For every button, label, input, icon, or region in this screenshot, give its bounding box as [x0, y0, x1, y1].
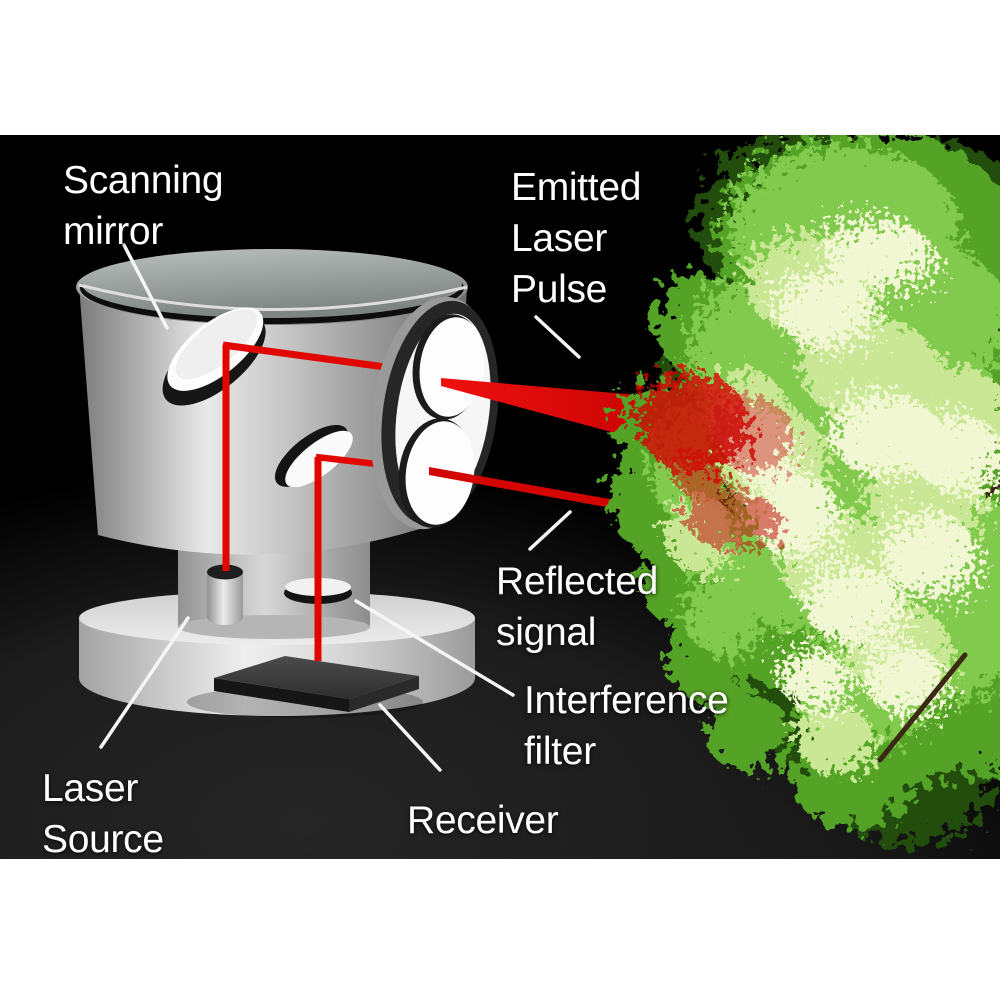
scanning-mirror-label: Scanning mirror — [63, 159, 224, 253]
reflected-signal-leader — [528, 510, 572, 551]
laser-source-label: Laser Source — [42, 767, 164, 859]
scanner-device — [76, 249, 719, 718]
receiver-label: Receiver — [407, 799, 559, 842]
leader-lines — [99, 243, 581, 772]
scanning-mirror-leader — [122, 243, 169, 330]
laser-source-cylinder — [207, 564, 243, 625]
interference-filter-leader — [354, 599, 515, 697]
receiver-plate — [187, 656, 423, 718]
lidar-scanning-diagram: Scanning mirror Emitted Laser Pulse Refl… — [0, 135, 1000, 859]
diagram-artwork — [76, 135, 1000, 845]
interference-filter-label: Interference filter — [524, 679, 729, 773]
laser-hit-glow — [637, 373, 794, 548]
scanner-drum — [76, 249, 468, 555]
reflected-signal-label: Reflected signal — [496, 560, 659, 654]
receiver-leader — [378, 703, 442, 772]
front-branch — [877, 652, 968, 763]
emitted-pulse-leader — [534, 315, 581, 359]
tree-foliage — [608, 135, 1000, 845]
aperture-window — [370, 296, 499, 530]
laser-source-leader — [99, 616, 190, 749]
scanning-mirror — [162, 307, 266, 406]
emitted-laser-pulse-label: Emitted Laser Pulse — [511, 166, 642, 311]
